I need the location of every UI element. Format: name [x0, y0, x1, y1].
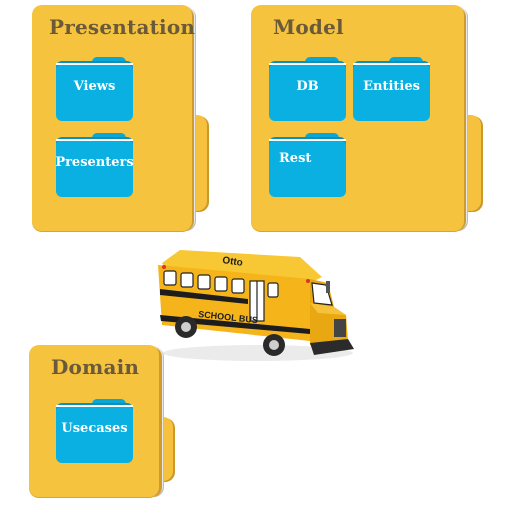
folder-title: Model — [273, 15, 344, 39]
mini-folder-label: Views — [73, 78, 116, 94]
school-bus-illustration: SCHOOL BUS Otto — [158, 250, 354, 361]
mini-folder-front: DB — [269, 63, 346, 121]
mini-folder-label: DB — [296, 78, 319, 94]
mini-folder-front: Views — [56, 63, 133, 121]
folder-title: Presentation — [49, 15, 196, 39]
mini-folder-front: Rest — [269, 139, 346, 197]
bus-bumper — [310, 339, 354, 355]
bus-windows — [163, 270, 279, 298]
domain-folder: Domain Usecases — [29, 345, 174, 497]
mini-folder-front: Entities — [353, 63, 430, 121]
bus-wheels — [175, 316, 285, 356]
mini-folder-label: Usecases — [61, 420, 128, 436]
mini-folder-usecases[interactable]: Usecases — [56, 399, 133, 463]
mini-folder-db[interactable]: DB — [269, 57, 346, 121]
folder-title: Domain — [51, 355, 140, 379]
mini-folder-label: Rest — [279, 150, 312, 166]
mini-folder-views[interactable]: Views — [56, 57, 133, 121]
mini-folder-entities[interactable]: Entities — [353, 57, 430, 121]
presentation-folder: Presentation Views Presenters — [32, 5, 208, 231]
mini-folder-label: Presenters — [55, 154, 134, 170]
mini-folder-presenters[interactable]: Presenters — [55, 133, 134, 197]
mini-folder-front: Presenters — [55, 139, 134, 197]
mini-folder-label: Entities — [363, 78, 420, 94]
bus-roof-label: Otto — [222, 255, 244, 269]
mini-folder-front: Usecases — [56, 405, 133, 463]
mini-folder-rest[interactable]: Rest — [269, 133, 346, 197]
bus-door — [249, 280, 265, 322]
model-folder: Model DB Entities Rest — [251, 5, 481, 231]
